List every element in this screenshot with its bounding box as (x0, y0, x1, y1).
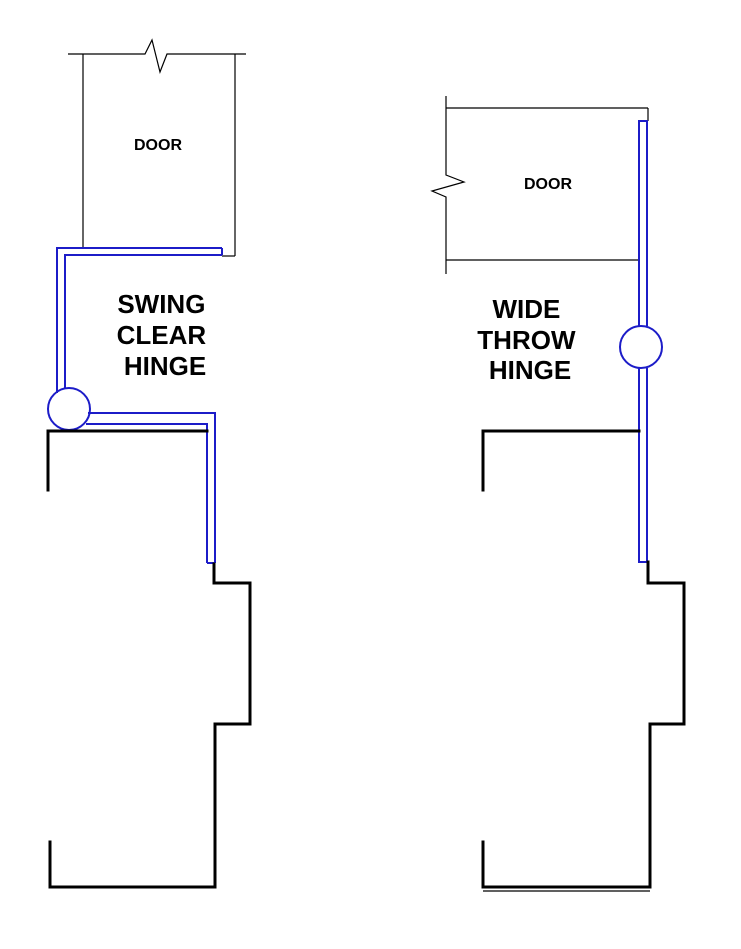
right-hinge-label-line-2: THROW (477, 325, 576, 355)
left-frame (46, 429, 252, 889)
right-door-label: DOOR (524, 176, 572, 193)
right-hinge-upper-leaf (638, 120, 648, 326)
right-hinge-label-line-3: HINGE (489, 355, 571, 385)
swing-clear-diagram: DOOR SWING CLEAR HINGE (46, 38, 252, 889)
left-door: DOOR (68, 38, 246, 257)
left-hinge-label: SWING CLEAR HINGE (117, 289, 214, 381)
right-hinge-label: WIDE THROW HINGE (477, 294, 582, 385)
right-door: DOOR (430, 96, 649, 274)
right-hinge-lower-leaf (638, 368, 648, 563)
right-hinge-knuckle (619, 325, 663, 369)
wide-throw-diagram: DOOR WIDE THROW HINGE (430, 96, 686, 892)
left-hinge-frame-leaf (86, 412, 216, 564)
right-frame (481, 429, 686, 892)
right-door-break-line (430, 96, 466, 274)
left-hinge-knuckle (47, 387, 91, 431)
left-door-label: DOOR (134, 137, 182, 154)
left-hinge-label-line-1: SWING (117, 289, 205, 319)
left-door-break-line (68, 38, 246, 74)
left-hinge-label-line-3: HINGE (124, 351, 206, 381)
left-hinge-label-line-2: CLEAR (117, 320, 207, 350)
left-hinge-door-leaf (56, 247, 223, 393)
right-hinge-label-line-1: WIDE (492, 294, 560, 324)
